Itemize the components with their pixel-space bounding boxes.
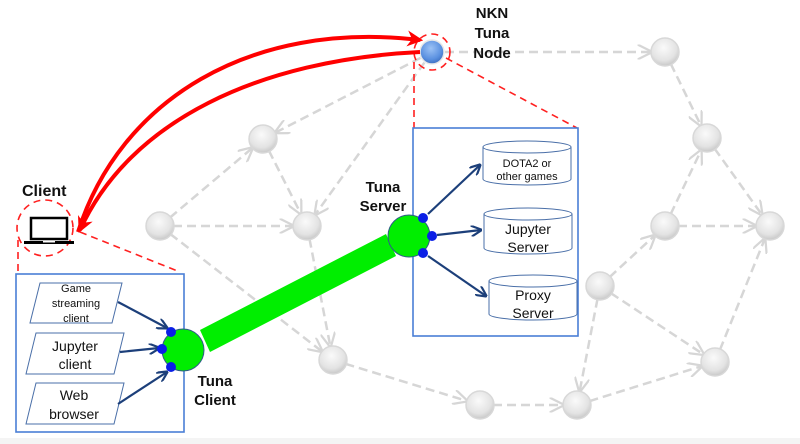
cylinder-body <box>482 147 572 186</box>
arrow-jupyter-to-tuna <box>119 348 159 352</box>
cylinder-body <box>488 281 578 321</box>
nkn-label-line3: Node <box>473 45 511 62</box>
mesh-edges <box>169 52 765 405</box>
mesh-edge <box>169 232 322 351</box>
app-shape <box>25 382 125 425</box>
mesh-edge <box>669 63 701 126</box>
mesh-edge <box>267 150 301 214</box>
mesh-node[interactable] <box>755 211 785 241</box>
mesh-node[interactable] <box>465 390 495 420</box>
cylinder-body <box>483 214 573 255</box>
client-callout-right <box>79 231 181 273</box>
mesh-node[interactable] <box>145 211 175 241</box>
nkn-node-highlight <box>413 33 451 71</box>
mesh-node[interactable] <box>318 345 348 375</box>
client-to-nkn-arc <box>76 30 424 233</box>
mesh-node[interactable] <box>692 123 722 153</box>
app-label-line3: client <box>63 313 89 325</box>
cylinder-top <box>483 207 573 221</box>
tunnel-connection <box>200 234 396 352</box>
app-label-line2: client <box>59 356 92 372</box>
nkn-to-client-arc <box>78 50 421 233</box>
mesh-node[interactable] <box>650 211 680 241</box>
mesh-edge <box>345 362 466 401</box>
app-label-line2: streaming <box>52 298 100 310</box>
server-service-arrows <box>427 165 486 296</box>
laptop-icon <box>24 216 74 244</box>
tuna-client-label-line1: Tuna <box>198 373 233 390</box>
mesh-node[interactable] <box>585 271 615 301</box>
mesh-edge <box>589 366 701 403</box>
nkn-callout-right <box>445 57 578 129</box>
nkn-label-line1: NKN <box>476 5 509 22</box>
mesh-edge <box>308 238 330 346</box>
mesh-edge <box>608 235 655 279</box>
tuna-server-node[interactable] <box>387 213 437 258</box>
arrow-to-jupyter-server <box>436 230 481 235</box>
mesh-nodes <box>145 37 785 420</box>
tuna-server-label-line1: Tuna <box>366 179 401 196</box>
mesh-node[interactable] <box>562 390 592 420</box>
mesh-edge <box>580 298 599 391</box>
arrow-to-proxy <box>427 255 486 296</box>
tuna-client-label-line2: Client <box>194 392 236 409</box>
bottom-strip <box>0 438 800 444</box>
mesh-node[interactable] <box>700 347 730 377</box>
app-label-line2: browser <box>49 406 99 422</box>
arrow-to-dota2 <box>427 165 480 215</box>
mesh-edge <box>713 147 762 215</box>
mesh-node[interactable] <box>650 37 680 67</box>
mesh-edge <box>315 61 426 215</box>
port-icon <box>418 213 428 223</box>
service-label-line2: Server <box>507 239 549 255</box>
port-icon <box>166 362 176 372</box>
nkn-tuna-node[interactable] <box>419 39 445 65</box>
client-device[interactable] <box>16 199 74 257</box>
tuna-client-node[interactable] <box>157 327 205 372</box>
callout-lines <box>17 57 578 273</box>
service-label-line1: Jupyter <box>505 221 551 237</box>
client-app-arrows <box>117 301 167 405</box>
tuna-server-label: Tuna Server <box>360 179 407 215</box>
app-label-line1: Game <box>61 283 91 295</box>
mesh-node[interactable] <box>248 124 278 154</box>
mesh-edge <box>669 151 701 215</box>
nkn-label-line2: Tuna <box>475 25 510 42</box>
port-icon <box>157 344 167 354</box>
cylinder-top <box>482 140 572 154</box>
client-app-web-browser[interactable]: Web browser <box>25 382 125 425</box>
service-dota2[interactable]: DOTA2 or other games <box>482 140 572 186</box>
mesh-node[interactable] <box>292 211 322 241</box>
service-label-line1: Proxy <box>515 287 551 303</box>
service-proxy-server[interactable]: Proxy Server <box>488 274 578 321</box>
service-label-line1: DOTA2 or <box>503 158 552 170</box>
port-icon <box>418 248 428 258</box>
app-shape <box>25 332 125 375</box>
nkn-node-label: NKN Tuna Node <box>473 5 511 62</box>
tuna-server-label-line2: Server <box>360 198 407 215</box>
port-icon <box>427 231 437 241</box>
cylinder-top <box>488 274 578 288</box>
mesh-edge <box>610 292 703 354</box>
app-label-line1: Web <box>60 387 89 403</box>
app-shape <box>29 282 123 324</box>
client-app-game-streaming[interactable]: Game streaming client <box>29 282 123 325</box>
service-jupyter-server[interactable]: Jupyter Server <box>483 207 573 255</box>
app-label-line1: Jupyter <box>52 338 98 354</box>
arrow-browser-to-tuna <box>117 372 167 405</box>
service-label-line2: Server <box>512 305 554 321</box>
port-icon <box>166 327 176 337</box>
tuna-client-label: Tuna Client <box>194 373 236 409</box>
client-label: Client <box>22 183 67 200</box>
service-label-line2: other games <box>496 171 558 183</box>
client-highlight <box>16 199 74 257</box>
client-app-jupyter[interactable]: Jupyter client <box>25 332 125 375</box>
arrow-game-to-tuna <box>117 301 167 328</box>
mesh-edge <box>718 239 765 351</box>
mesh-edge <box>169 148 252 219</box>
